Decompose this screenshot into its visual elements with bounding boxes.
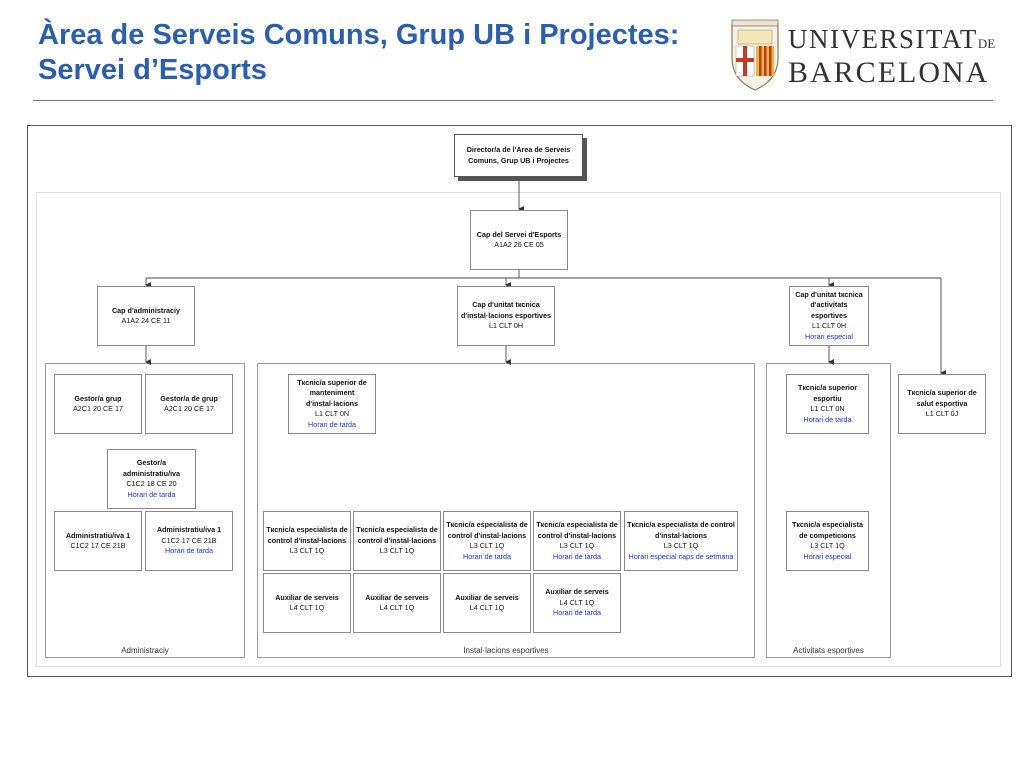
node-tec-salut: Tкcnic/a superior de salut esportiva L1 … <box>898 374 986 434</box>
node-gestor-admin: Gestor/a administratiu/iva C1C2 18 CE 20… <box>107 449 196 509</box>
node-cap-servei: Cap del Servei d'Esports A1A2 26 CE 05 <box>470 210 568 270</box>
node-cap-installacions: Cap d'unitat tкcnica d'instal·lacions es… <box>457 286 555 346</box>
node-administratiu-1: Administratiu/iva 1 C1C2 17 CE 21B <box>54 511 142 571</box>
header-divider <box>33 100 993 101</box>
university-logo: UNIVERSITATDE BARCELONA <box>728 18 995 93</box>
node-tec-manteniment: Tкcnic/a superior de manteniment d'insta… <box>288 374 376 434</box>
group-label: Instal·lacions esportives <box>463 646 549 655</box>
coat-of-arms-icon <box>731 19 779 91</box>
node-gestor-1: Gestor/a grup A2C1 20 CE 17 <box>54 374 142 434</box>
node-auxiliar-2: Auxiliar de serveis L4 CLT 1Q <box>353 573 441 633</box>
node-director: Director/a de l'Area de Serveis Comuns, … <box>454 134 583 177</box>
node-tec-control-3: Tкcnic/a especialista de control d'insta… <box>443 511 531 571</box>
node-auxiliar-3: Auxiliar de serveis L4 CLT 1Q <box>443 573 531 633</box>
org-chart-inner-area <box>36 192 1001 667</box>
node-tec-control-2: Tкcnic/a especialista de control d'insta… <box>353 511 441 571</box>
page-title: Àrea de Serveis Comuns, Grup UB i Projec… <box>38 18 679 88</box>
node-tec-control-1: Tкcnic/a especialista de control d'insta… <box>263 511 351 571</box>
node-tec-control-4: Tкcnic/a especialista de control d'insta… <box>533 511 621 571</box>
title-line-1: Àrea de Serveis Comuns, Grup UB i Projec… <box>38 19 680 51</box>
node-auxiliar-4: Auxiliar de serveis L4 CLT 1Q Horari de … <box>533 573 621 633</box>
node-auxiliar-1: Auxiliar de serveis L4 CLT 1Q <box>263 573 351 633</box>
node-cap-activitats: Cap d'unitat tкcnica d'activitats esport… <box>789 286 869 346</box>
node-administratiu-2: Administratiu/iva 1 C1C2 17 CE 21B Horar… <box>145 511 233 571</box>
group-label: Activitats esportives <box>793 646 864 655</box>
node-gestor-2: Gestor/a de grup A2C1 20 CE 17 <box>145 374 233 434</box>
org-chart-frame <box>27 125 1012 677</box>
group-label: Administraciy <box>121 646 169 655</box>
node-tec-competicions: Tкcnic/a especialista de competicions L3… <box>786 511 869 571</box>
node-tec-control-5: Tкcnic/a especialista de control d'insta… <box>624 511 738 571</box>
node-cap-admin: Cap d'administraciy A1A2 24 CE 11 <box>97 286 195 346</box>
university-name: UNIVERSITATDE BARCELONA <box>788 24 996 89</box>
node-tec-esportiu: Tкcnic/a superior esportiu L1 CLT 0N Hor… <box>786 374 869 434</box>
title-line-2: Servei d’Esports <box>38 54 267 86</box>
